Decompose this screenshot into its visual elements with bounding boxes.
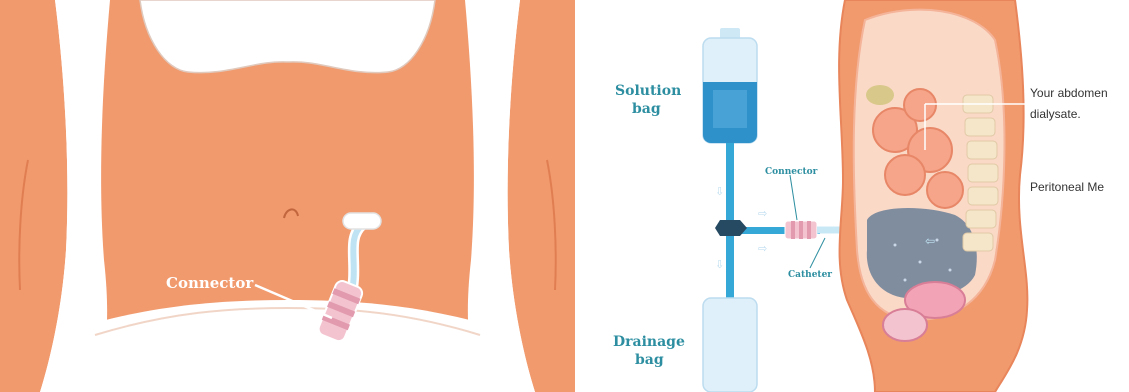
spine	[963, 95, 998, 251]
membrane-text: Peritoneal Me	[1030, 180, 1104, 194]
flow-arrow-down-2: ⇩	[715, 258, 724, 271]
connector-label-right: Connector	[765, 167, 818, 177]
torso-illustration: Connector	[0, 0, 575, 392]
solution-bag-label-line2: bag	[632, 101, 661, 117]
catheter-label: Catheter	[788, 270, 832, 280]
drainage-bag	[703, 290, 757, 392]
torso-figure: Connector	[0, 0, 575, 392]
flow-arrow-down-1: ⇩	[715, 185, 724, 198]
tube-connector	[785, 221, 817, 239]
abdomen-text-line1: Your abdomen	[1030, 86, 1108, 100]
dialysis-diagram: Solution bag ⇩ ⇩ ⇨ ⇨ Connector Catheter	[575, 0, 1129, 392]
drainage-bag-label-line1: Drainage	[613, 334, 685, 350]
main-tube	[726, 143, 734, 293]
inflow-arrow: ⇦	[925, 234, 935, 248]
abdomen-cross-section: ⇦	[839, 0, 1027, 392]
flow-arrow-right-2: ⇨	[758, 242, 767, 255]
solution-bag	[703, 28, 757, 143]
flow-arrow-right-1: ⇨	[758, 207, 767, 220]
connector-label: Connector	[166, 274, 254, 292]
top-garment	[140, 0, 435, 73]
drainage-bag-label-line2: bag	[635, 352, 664, 368]
abdomen-text-line2: dialysate.	[1030, 107, 1081, 121]
solution-bag-label-line1: Solution	[615, 83, 681, 99]
dialysis-figure: Solution bag ⇩ ⇩ ⇨ ⇨ Connector Catheter	[575, 0, 1129, 392]
bottom-garment	[70, 300, 505, 392]
catheter-cap	[343, 213, 381, 229]
